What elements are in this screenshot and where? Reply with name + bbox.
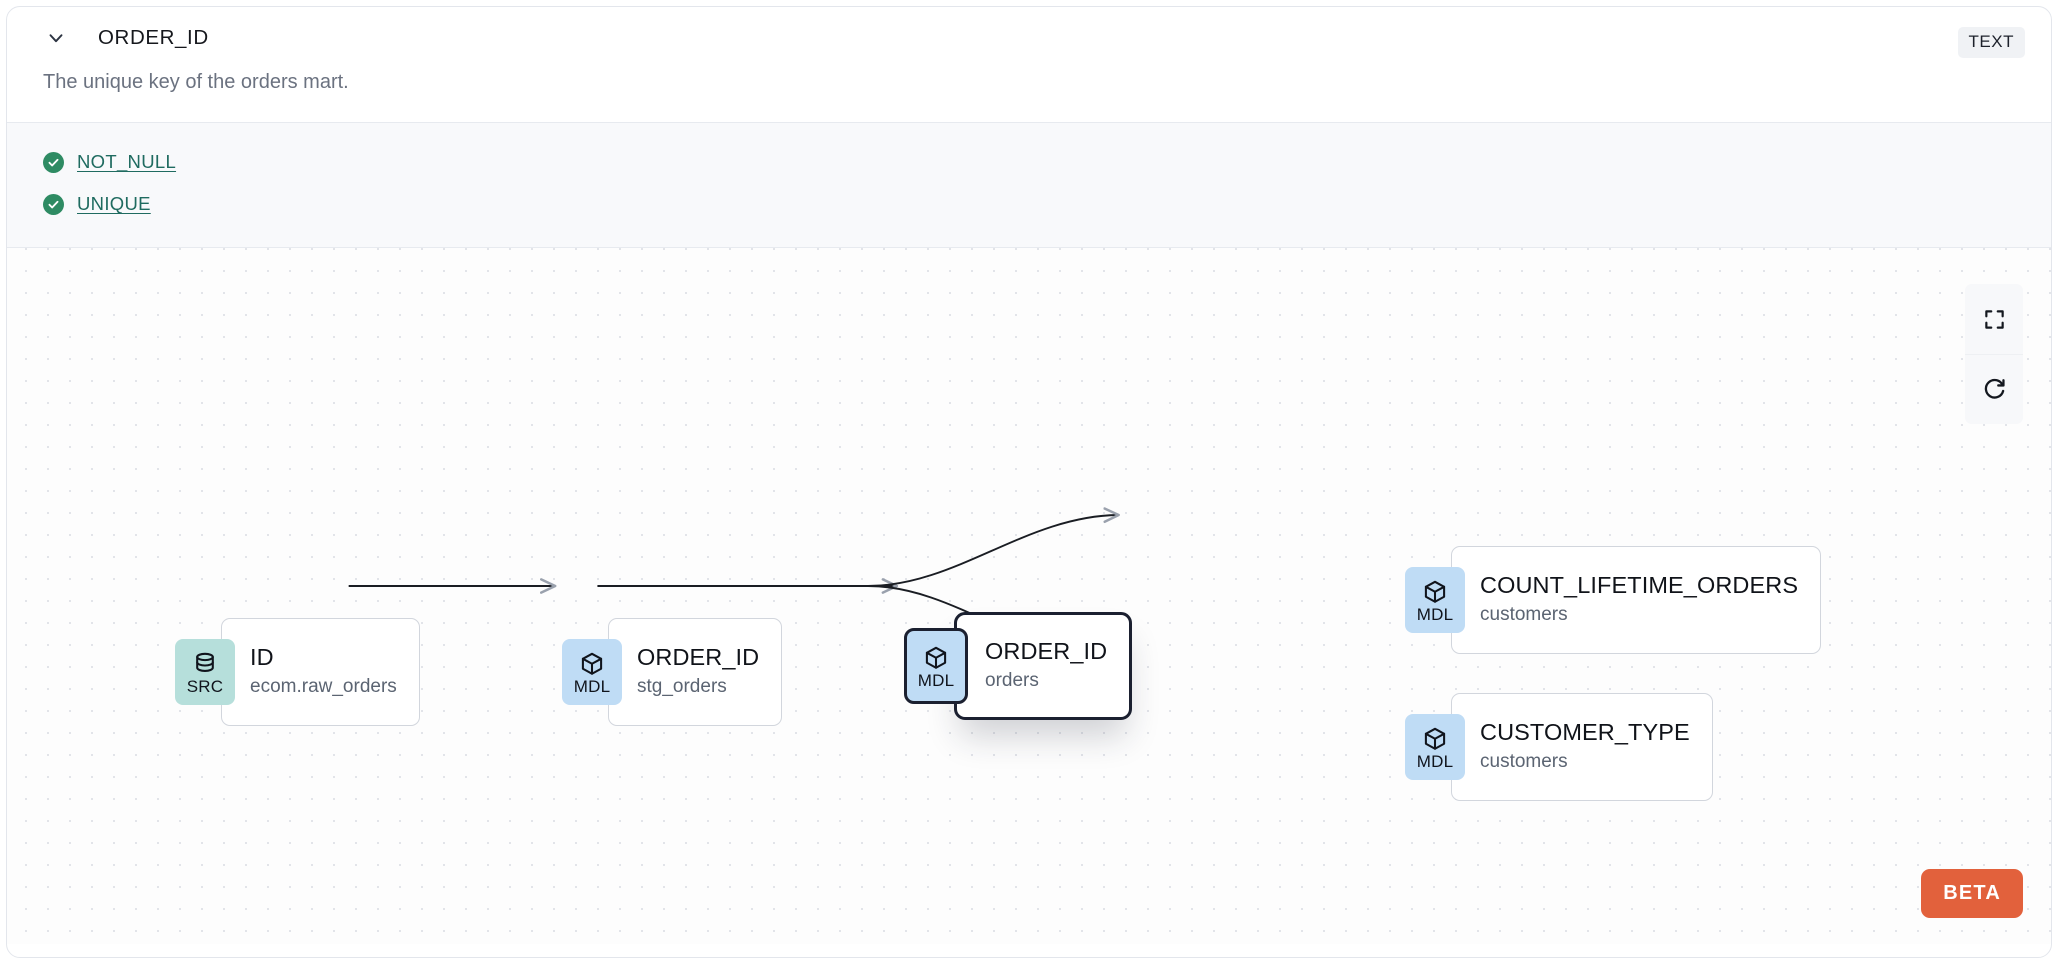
lineage-node-orders-order-id[interactable]: MDL ORDER_ID orders	[904, 612, 1133, 720]
cube-icon	[1424, 727, 1446, 750]
node-kind-label: MDL	[917, 671, 955, 690]
node-body: COUNT_LIFETIME_ORDERS customers	[1451, 546, 1822, 654]
node-kind-label: MDL	[573, 677, 611, 696]
node-source: ecom.raw_orders	[250, 675, 397, 697]
node-kind-label: MDL	[1416, 605, 1454, 624]
lineage-node-count-lifetime-orders[interactable]: MDL COUNT_LIFETIME_ORDERS customers	[1405, 546, 1822, 654]
node-kind-badge: MDL	[562, 639, 622, 705]
node-source: orders	[985, 669, 1039, 691]
database-icon	[196, 652, 214, 672]
node-name: ID	[250, 644, 274, 671]
test-link-unique[interactable]: UNIQUE	[77, 193, 151, 214]
page-title: ORDER_ID	[98, 26, 209, 49]
edge-orders-to-count-lifetime	[868, 515, 1118, 587]
node-name: ORDER_ID	[985, 638, 1108, 665]
node-name: ORDER_ID	[637, 644, 760, 671]
cube-icon	[925, 646, 947, 669]
lineage-graph-canvas[interactable]: SRC ID ecom.raw_orders MDL	[7, 248, 2051, 944]
column-description: The unique key of the orders mart.	[43, 71, 349, 93]
lineage-node-stg-order-id[interactable]: MDL ORDER_ID stg_orders	[562, 618, 783, 726]
node-body: ID ecom.raw_orders	[221, 618, 420, 726]
lineage-node-src-id[interactable]: SRC ID ecom.raw_orders	[175, 618, 420, 726]
node-kind-badge: MDL	[1405, 714, 1465, 780]
graph-controls	[1965, 284, 2023, 424]
cube-icon	[581, 652, 603, 675]
test-row: UNIQUE	[43, 183, 2015, 225]
chevron-down-icon[interactable]	[43, 25, 69, 51]
column-detail-card: ORDER_ID TEXT The unique key of the orde…	[6, 6, 2052, 958]
node-body: ORDER_ID orders	[954, 612, 1133, 720]
refresh-icon	[1984, 378, 2005, 399]
fit-screen-icon	[1984, 309, 2004, 329]
node-kind-label: SRC	[186, 677, 224, 696]
fit-view-button[interactable]	[1965, 284, 2023, 354]
node-name: CUSTOMER_TYPE	[1480, 719, 1690, 746]
node-kind-badge: SRC	[175, 639, 235, 705]
node-source: stg_orders	[637, 675, 727, 697]
node-kind-badge: MDL	[904, 628, 968, 704]
test-link-not-null[interactable]: NOT_NULL	[77, 151, 177, 172]
node-name: COUNT_LIFETIME_ORDERS	[1480, 572, 1799, 599]
reset-view-button[interactable]	[1965, 354, 2023, 424]
node-kind-label: MDL	[1416, 752, 1454, 771]
column-header: ORDER_ID TEXT	[7, 7, 2051, 69]
node-source: customers	[1480, 603, 1568, 625]
node-source: customers	[1480, 750, 1568, 772]
check-circle-icon	[43, 193, 64, 215]
node-body: CUSTOMER_TYPE customers	[1451, 693, 1713, 801]
column-type-badge[interactable]: TEXT	[1957, 27, 2025, 58]
lineage-node-customer-type[interactable]: MDL CUSTOMER_TYPE customers	[1405, 693, 1713, 801]
tests-section: NOT_NULL UNIQUE	[7, 122, 2051, 248]
test-row: NOT_NULL	[43, 141, 2015, 183]
cube-icon	[1424, 580, 1446, 603]
node-kind-badge: MDL	[1405, 567, 1465, 633]
beta-badge[interactable]: BETA	[1921, 869, 2023, 918]
node-body: ORDER_ID stg_orders	[608, 618, 783, 726]
check-circle-icon	[43, 151, 64, 173]
